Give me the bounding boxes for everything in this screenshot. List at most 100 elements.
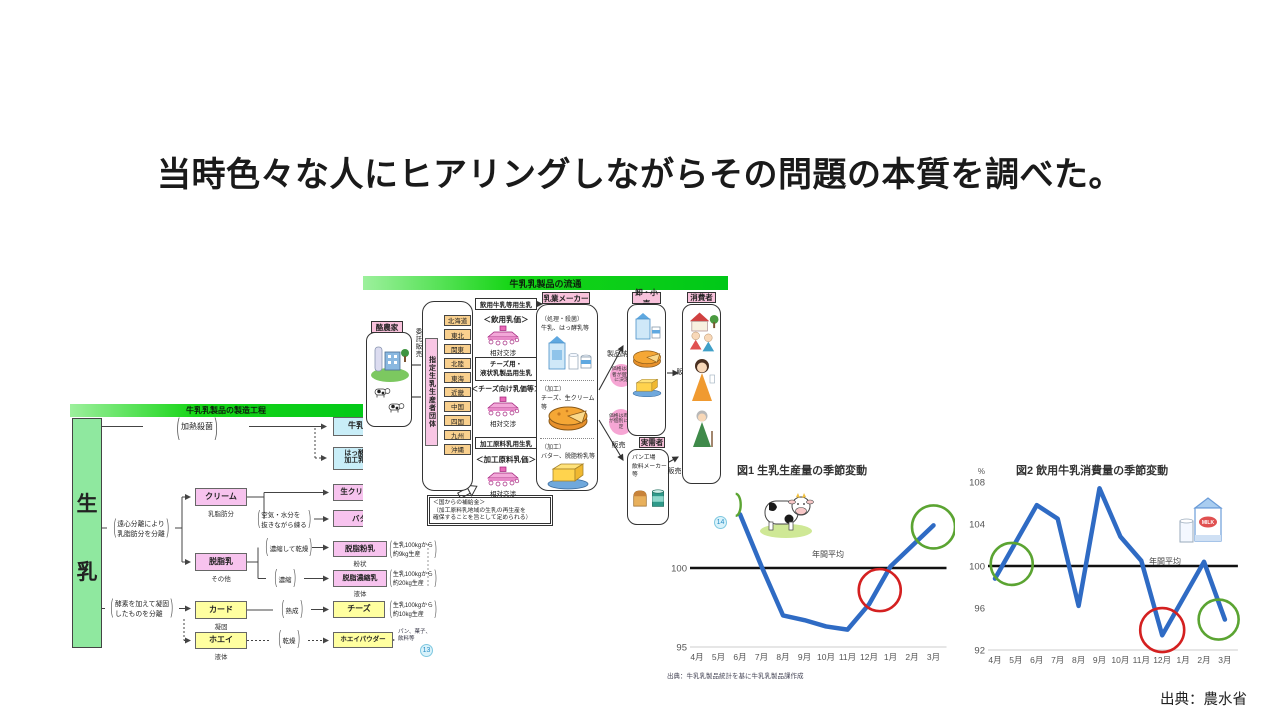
svg-text:5月: 5月 bbox=[1009, 655, 1022, 665]
maker-row1-tag: （処理・殺菌） bbox=[541, 317, 584, 323]
node-skim-milk: 脱脂乳 bbox=[195, 553, 247, 571]
cheese-note-line1: 生乳100kgから bbox=[392, 603, 434, 609]
region-6: 中国 bbox=[444, 401, 471, 412]
node-curd-sub: 凝固 bbox=[214, 623, 228, 631]
skim-powder-note-line2: 約9kg生産 bbox=[392, 552, 421, 558]
maker-row2-desc: チーズ、生クリーム等 bbox=[541, 396, 595, 411]
sale-label-maker: 販売 bbox=[611, 441, 626, 449]
figure2-avg-label: 年間平均 bbox=[1149, 557, 1181, 566]
svg-text:3月: 3月 bbox=[927, 652, 940, 662]
svg-text:100: 100 bbox=[969, 562, 985, 573]
svg-text:11月: 11月 bbox=[1133, 655, 1150, 665]
svg-text:6月: 6月 bbox=[1030, 655, 1043, 665]
butter-icon bbox=[547, 463, 589, 490]
jitsuju-line2: 飲料メーカー bbox=[632, 463, 667, 470]
cheese-milk-line2: 液状乳製品用生乳 bbox=[480, 369, 532, 377]
cheese-icon bbox=[548, 406, 588, 431]
svg-text:9月: 9月 bbox=[1093, 655, 1106, 665]
cheese-price-label: ＜チーズ向け乳価等＞ bbox=[471, 386, 541, 393]
raw-milk-column: 生 乳 bbox=[72, 418, 102, 648]
product-whey-powder: ホエイパウダー bbox=[333, 632, 393, 648]
oval2-line3: 定 bbox=[618, 424, 624, 430]
can-icon bbox=[652, 489, 664, 507]
svg-text:92: 92 bbox=[974, 646, 985, 657]
enzyme-line2: したものを分離 bbox=[114, 611, 163, 618]
svg-text:104: 104 bbox=[969, 520, 985, 531]
svg-text:1月: 1月 bbox=[1176, 655, 1189, 665]
svg-text:7月: 7月 bbox=[755, 652, 768, 662]
subsidy-line3: 確保することを旨として定められる） bbox=[433, 515, 532, 522]
oval1-line1: 価格は両 bbox=[611, 367, 632, 373]
cheese-note-line2: 約10kg生産 bbox=[392, 612, 424, 618]
subsidy-line2: （加工原料乳地域の生乳の再生産を bbox=[433, 507, 526, 514]
figure2-title: 図2 飲用牛乳消費量の季節変動 bbox=[1016, 465, 1169, 477]
svg-text:7月: 7月 bbox=[1051, 655, 1064, 665]
process-diagram: 牛乳乳製品の製造工程 生 乳 加熱殺菌 牛乳 はっ酵乳 加工乳等 遠心分離により… bbox=[68, 400, 446, 666]
slide-source: 出典：農水省 bbox=[1160, 692, 1247, 708]
milk-products-icon bbox=[548, 336, 592, 370]
svg-text:12月: 12月 bbox=[1153, 655, 1171, 665]
maker-box: （処理・殺菌） 牛乳、はっ酵乳等 （加工） チーズ、生クリーム等 bbox=[536, 304, 598, 491]
farmer-box bbox=[366, 332, 412, 427]
jitsuju-box: パン工場 飲料メーカー 等 bbox=[627, 449, 669, 525]
svg-text:1月: 1月 bbox=[884, 652, 897, 662]
bread-icon bbox=[633, 490, 647, 507]
maker-divider bbox=[540, 438, 594, 439]
svg-text:%: % bbox=[978, 467, 985, 476]
cow-icon bbox=[374, 388, 391, 398]
skim-conc-sub: 液体 bbox=[353, 590, 367, 598]
figure1-source: 出典：牛乳乳製品統計を基に牛乳乳製品課作成 bbox=[667, 673, 804, 680]
svg-text:2月: 2月 bbox=[1197, 655, 1210, 665]
step-dry: 濃縮して乾燥 bbox=[264, 541, 314, 554]
sale-label-jitsuju: 販売 bbox=[667, 467, 682, 475]
step-heat: 加熱殺菌 bbox=[145, 419, 249, 434]
svg-text:9月: 9月 bbox=[798, 652, 811, 662]
cheese-milk-line1: チーズ用・ bbox=[489, 361, 523, 368]
distribution-banner: 牛乳乳製品の流通 bbox=[363, 276, 728, 290]
skim-powder-note-line1: 生乳100kgから bbox=[392, 543, 434, 549]
whey-use-line2: 飲料等 bbox=[398, 635, 415, 642]
jitsuju-line3: 等 bbox=[632, 472, 638, 479]
distribution-diagram: 牛乳乳製品の流通 酪農家 bbox=[363, 270, 728, 536]
page-badge-13: 13 bbox=[420, 644, 433, 657]
nego-label-2: 相対交渉 bbox=[490, 421, 516, 428]
butter-icon bbox=[632, 378, 662, 398]
oval2-line2: が個別に決 bbox=[609, 419, 633, 425]
region-5: 近畿 bbox=[444, 386, 471, 398]
milk-carton-illustration: MILK bbox=[1179, 497, 1223, 543]
svg-text:4月: 4月 bbox=[988, 655, 1001, 665]
cow-illustration bbox=[760, 493, 814, 538]
milk-type-cheese: チーズ用・ 液状乳製品用生乳 bbox=[475, 357, 537, 381]
oval2-line1: 価格は両者 bbox=[609, 413, 633, 419]
consumer-label: 消費者 bbox=[687, 292, 716, 303]
whey-use-line1: パン、菓子、 bbox=[398, 629, 431, 635]
product-fermented-line2: 加工乳等 bbox=[344, 457, 372, 465]
region-4: 東海 bbox=[444, 372, 471, 383]
knead-line2: 抜きながら練る bbox=[261, 522, 307, 529]
node-cream-sub: 乳脂肪分 bbox=[208, 510, 234, 518]
wholesale-label: 卸・小売 bbox=[632, 288, 661, 308]
jitsuju-label: 実需者 bbox=[639, 437, 665, 448]
region-8: 九州 bbox=[444, 429, 471, 441]
milk-type-processing: 加工原料乳用生乳 bbox=[475, 437, 537, 449]
cheese-icon bbox=[633, 350, 661, 368]
product-skim-conc: 脱脂濃縮乳 bbox=[333, 570, 387, 587]
subsidy-line1: ＜国からの補給金＞ bbox=[433, 500, 486, 506]
page-badge-14: 14 bbox=[714, 516, 727, 529]
svg-text:108: 108 bbox=[969, 478, 985, 489]
figure1-title: 図1 生乳生産量の季節変動 bbox=[737, 465, 868, 477]
svg-text:5月: 5月 bbox=[712, 652, 725, 662]
maker-row3-tag: （加工） bbox=[541, 445, 566, 451]
maker-divider bbox=[540, 380, 594, 381]
raw-milk-char-2: 乳 bbox=[76, 561, 98, 584]
nego-label-3: 相対交渉 bbox=[490, 491, 516, 498]
farm-illustration bbox=[371, 346, 409, 382]
delivery-label: 製品納入 bbox=[607, 350, 635, 358]
node-whey-sub: 液体 bbox=[214, 653, 228, 661]
skim-conc-note-line1: 生乳100kgから bbox=[392, 572, 434, 578]
